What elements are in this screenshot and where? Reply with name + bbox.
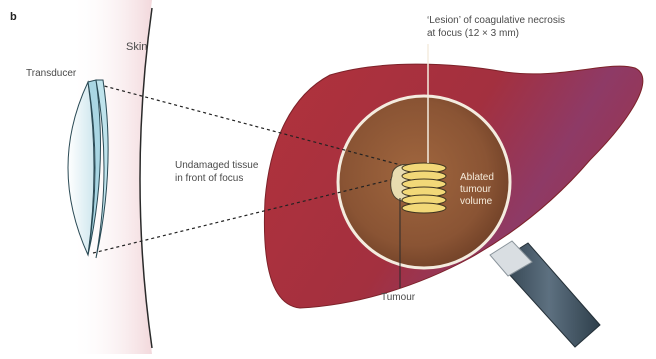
lesion-label-line1: ‘Lesion’ of coagulative necrosis xyxy=(427,15,565,26)
skin-label: Skin xyxy=(126,41,147,53)
lesion-stack xyxy=(402,163,446,213)
lesion-label-line2: at focus (12 × 3 mm) xyxy=(427,28,519,39)
tumour-label: Tumour xyxy=(381,292,416,303)
ablated-label-line1: Ablated xyxy=(460,172,494,183)
transducer-label: Transducer xyxy=(26,68,77,79)
panel-label: b xyxy=(10,11,17,23)
ablated-label-line3: volume xyxy=(460,196,493,207)
ablated-label-line2: tumour xyxy=(460,184,492,195)
undamaged-label-line1: Undamaged tissue xyxy=(175,160,259,171)
undamaged-label-line2: in front of focus xyxy=(175,173,243,184)
magnifier-handle xyxy=(490,241,600,347)
